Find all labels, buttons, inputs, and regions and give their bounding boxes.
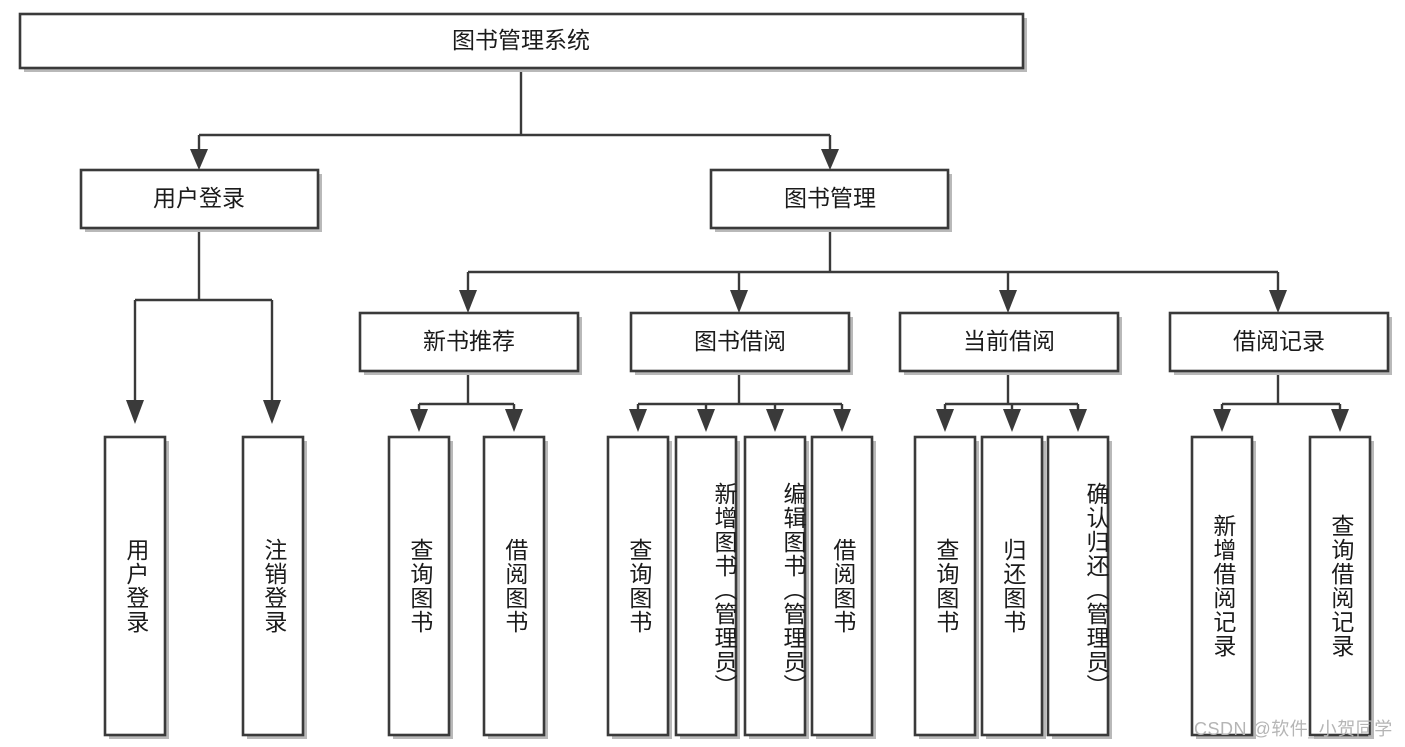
leaf-logout-login[interactable]: [241, 435, 305, 737]
leaf-query-record[interactable]: [1308, 435, 1372, 737]
leaf-edit-book[interactable]: [743, 435, 807, 737]
edge-group: [126, 68, 1349, 432]
csdn-watermark: CSDN @软件_小贺同学: [1194, 719, 1393, 739]
node-user-login-label: 用户登录: [153, 185, 245, 211]
node-book-borrow-label: 图书借阅: [694, 328, 786, 354]
leaf-user-login[interactable]: [103, 435, 167, 737]
arrowhead-leaf-add-book: [697, 409, 715, 432]
leaf-return-book[interactable]: [980, 435, 1044, 737]
node-new-book-recommend-label: 新书推荐: [423, 328, 515, 354]
arrowhead-leaf-user-login: [126, 400, 144, 424]
leaf-add-book[interactable]: [674, 435, 738, 737]
leaf-query-book-3[interactable]: [913, 435, 977, 737]
leaf-borrow-book-1[interactable]: [482, 435, 546, 737]
node-root[interactable]: [18, 12, 1025, 70]
arrowhead-leaf-edit-book: [766, 409, 784, 432]
arrowhead-new-book: [459, 290, 477, 313]
node-book-borrow[interactable]: [629, 311, 851, 373]
node-borrow-record-label: 借阅记录: [1233, 328, 1325, 354]
arrowhead-user-login: [190, 149, 208, 170]
arrowhead-leaf-query-book-1: [410, 409, 428, 432]
node-current-borrow[interactable]: [898, 311, 1120, 373]
arrowhead-leaf-query-book-2: [629, 409, 647, 432]
node-user-login[interactable]: [79, 168, 320, 230]
leaf-query-book-1[interactable]: [387, 435, 451, 737]
node-current-borrow-label: 当前借阅: [963, 328, 1055, 354]
node-book-manage[interactable]: [709, 168, 950, 230]
arrowhead-current-borrow: [999, 290, 1017, 313]
arrowhead-book-borrow: [730, 290, 748, 313]
arrowhead-leaf-query-book-3: [936, 409, 954, 432]
leaf-confirm-return[interactable]: [1046, 435, 1110, 737]
node-new-book-recommend[interactable]: [358, 311, 580, 373]
node-book-manage-label: 图书管理: [784, 185, 876, 211]
leaf-query-book-2[interactable]: [606, 435, 670, 737]
arrowhead-leaf-confirm-return: [1069, 409, 1087, 432]
leaf-add-record[interactable]: [1190, 435, 1254, 737]
arrowhead-leaf-return-book: [1003, 409, 1021, 432]
arrowhead-leaf-logout: [263, 400, 281, 424]
arrowhead-leaf-borrow-book-2: [833, 409, 851, 432]
arrowhead-book-manage: [821, 149, 839, 170]
arrowhead-leaf-add-record: [1213, 409, 1231, 432]
node-group: 图书管理系统 用户登录 图书管理 新书推荐 图书借阅 当前借阅 借阅记录: [18, 12, 1392, 739]
arrowhead-leaf-query-record: [1331, 409, 1349, 432]
node-borrow-record[interactable]: [1168, 311, 1390, 373]
node-root-label: 图书管理系统: [452, 27, 590, 53]
arrowhead-borrow-record: [1269, 290, 1287, 313]
arrowhead-leaf-borrow-book-1: [505, 409, 523, 432]
leaf-borrow-book-2[interactable]: [810, 435, 874, 737]
